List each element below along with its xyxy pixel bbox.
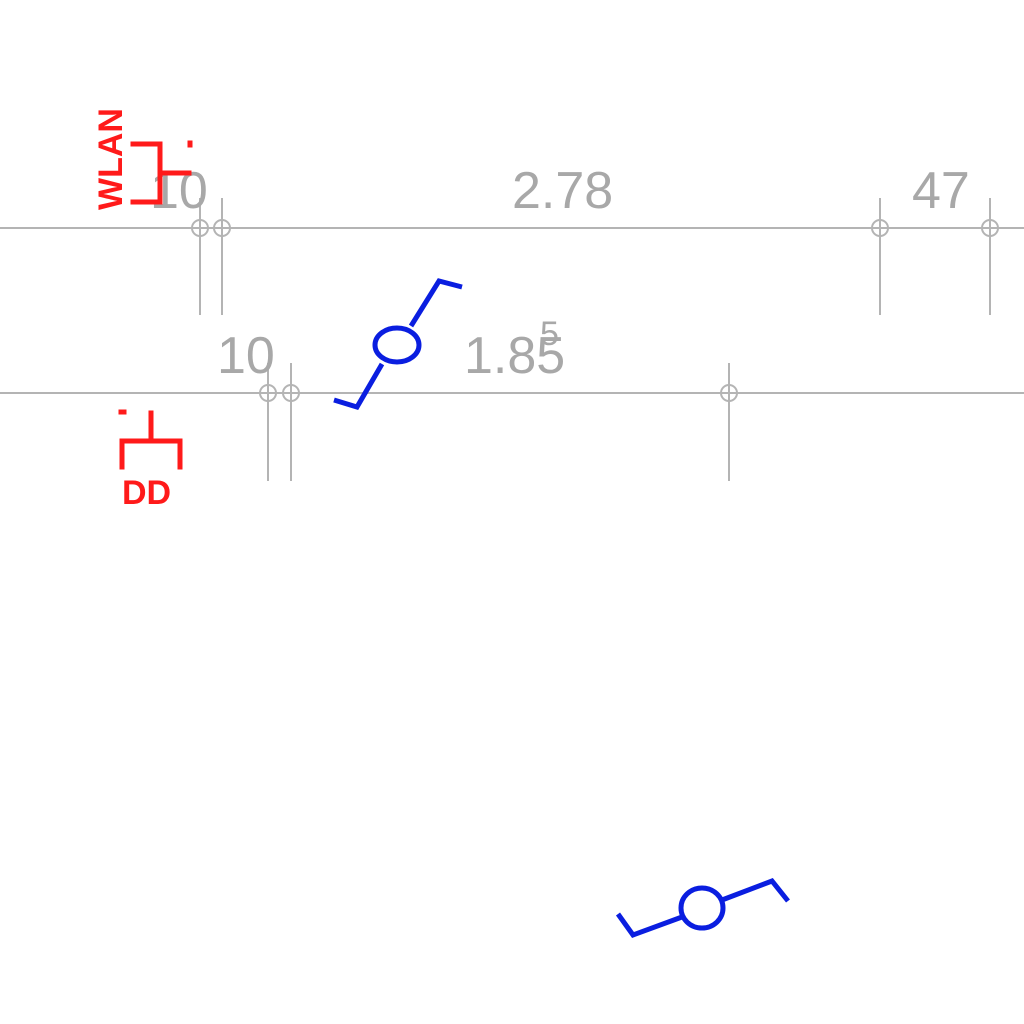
dimension-chain-middle: 10 1.85 5: [0, 315, 1024, 481]
dimension-label: 1.85: [464, 327, 565, 385]
dimension-tick: [981, 198, 999, 315]
dimension-tick: [259, 363, 277, 481]
dimension-tick: [282, 363, 300, 481]
dimension-label: 2.78: [512, 162, 613, 220]
switch-arm-icon: [721, 878, 790, 903]
dimension-label: 10: [217, 327, 275, 385]
dd-label: DD: [122, 474, 171, 512]
wlan-outlet-symbol: WLAN: [92, 108, 193, 210]
dimension-superscript: 5: [540, 315, 559, 353]
dimension-label: 47: [912, 162, 970, 220]
dimension-tick: [720, 363, 738, 481]
wlan-label: WLAN: [92, 108, 130, 210]
switch-circle-icon: [372, 325, 422, 365]
outlet-bracket-icon: [119, 438, 183, 470]
dimension-tick: [213, 198, 231, 315]
light-switch-symbol: [615, 878, 790, 939]
switch-circle-icon: [678, 885, 726, 931]
switch-arm-icon: [408, 278, 463, 328]
dimension-chain-top: 10 2.78 47: [0, 162, 1024, 315]
switch-arm-icon: [333, 362, 385, 410]
dimension-tick: [871, 198, 889, 315]
light-switch-symbol: [333, 278, 463, 410]
dimension-tick: [191, 198, 209, 315]
switch-arm-icon: [615, 912, 683, 939]
dd-outlet-symbol: DD: [118, 409, 183, 512]
